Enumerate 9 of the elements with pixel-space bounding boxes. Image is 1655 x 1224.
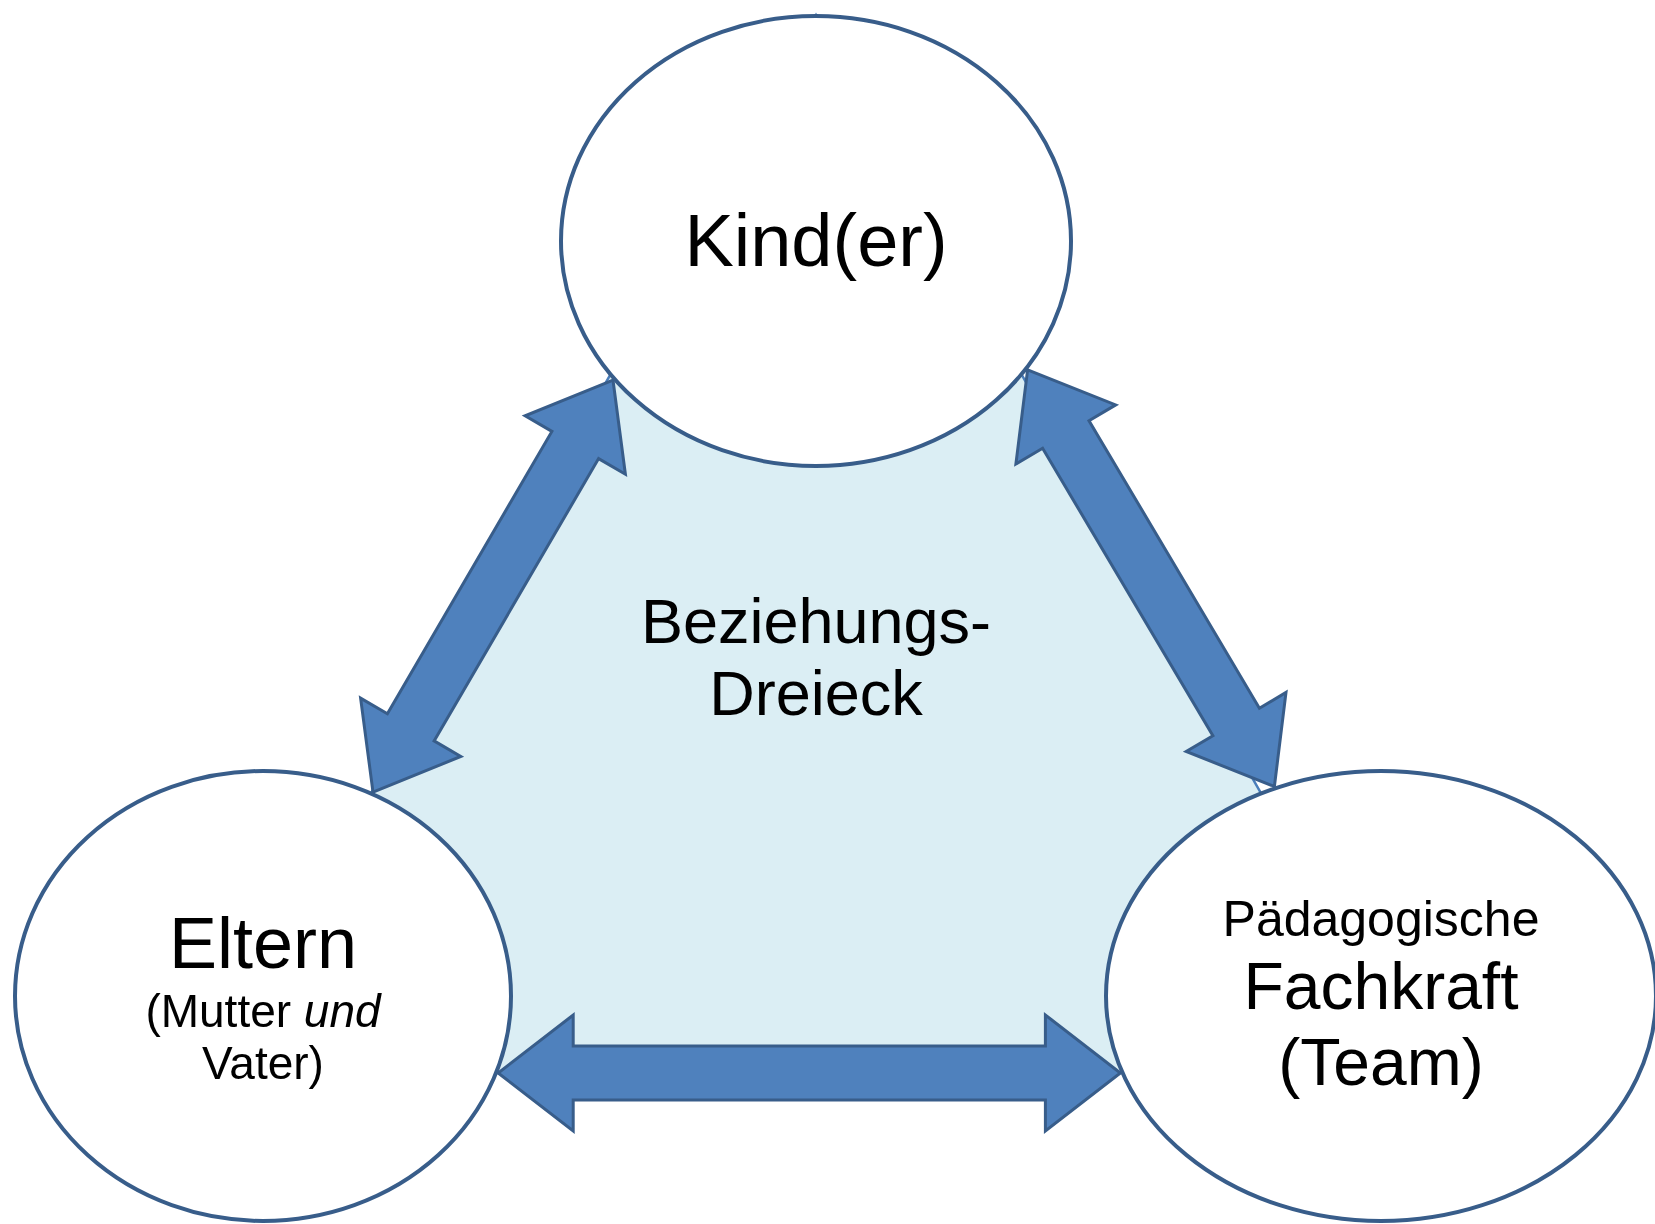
node-label: Kind(er) xyxy=(684,198,948,284)
double-arrow xyxy=(495,1011,1123,1135)
node-label: Fachkraft (Team) xyxy=(1242,948,1520,1101)
double-arrow xyxy=(1014,367,1288,789)
node-label: Pädagogische xyxy=(1222,891,1540,949)
node-note: (Mutter und Vater) xyxy=(144,984,383,1091)
double-arrow xyxy=(358,378,628,795)
center-label: Beziehungs- Dreieck xyxy=(639,585,993,730)
node-label: Eltern xyxy=(168,901,358,985)
